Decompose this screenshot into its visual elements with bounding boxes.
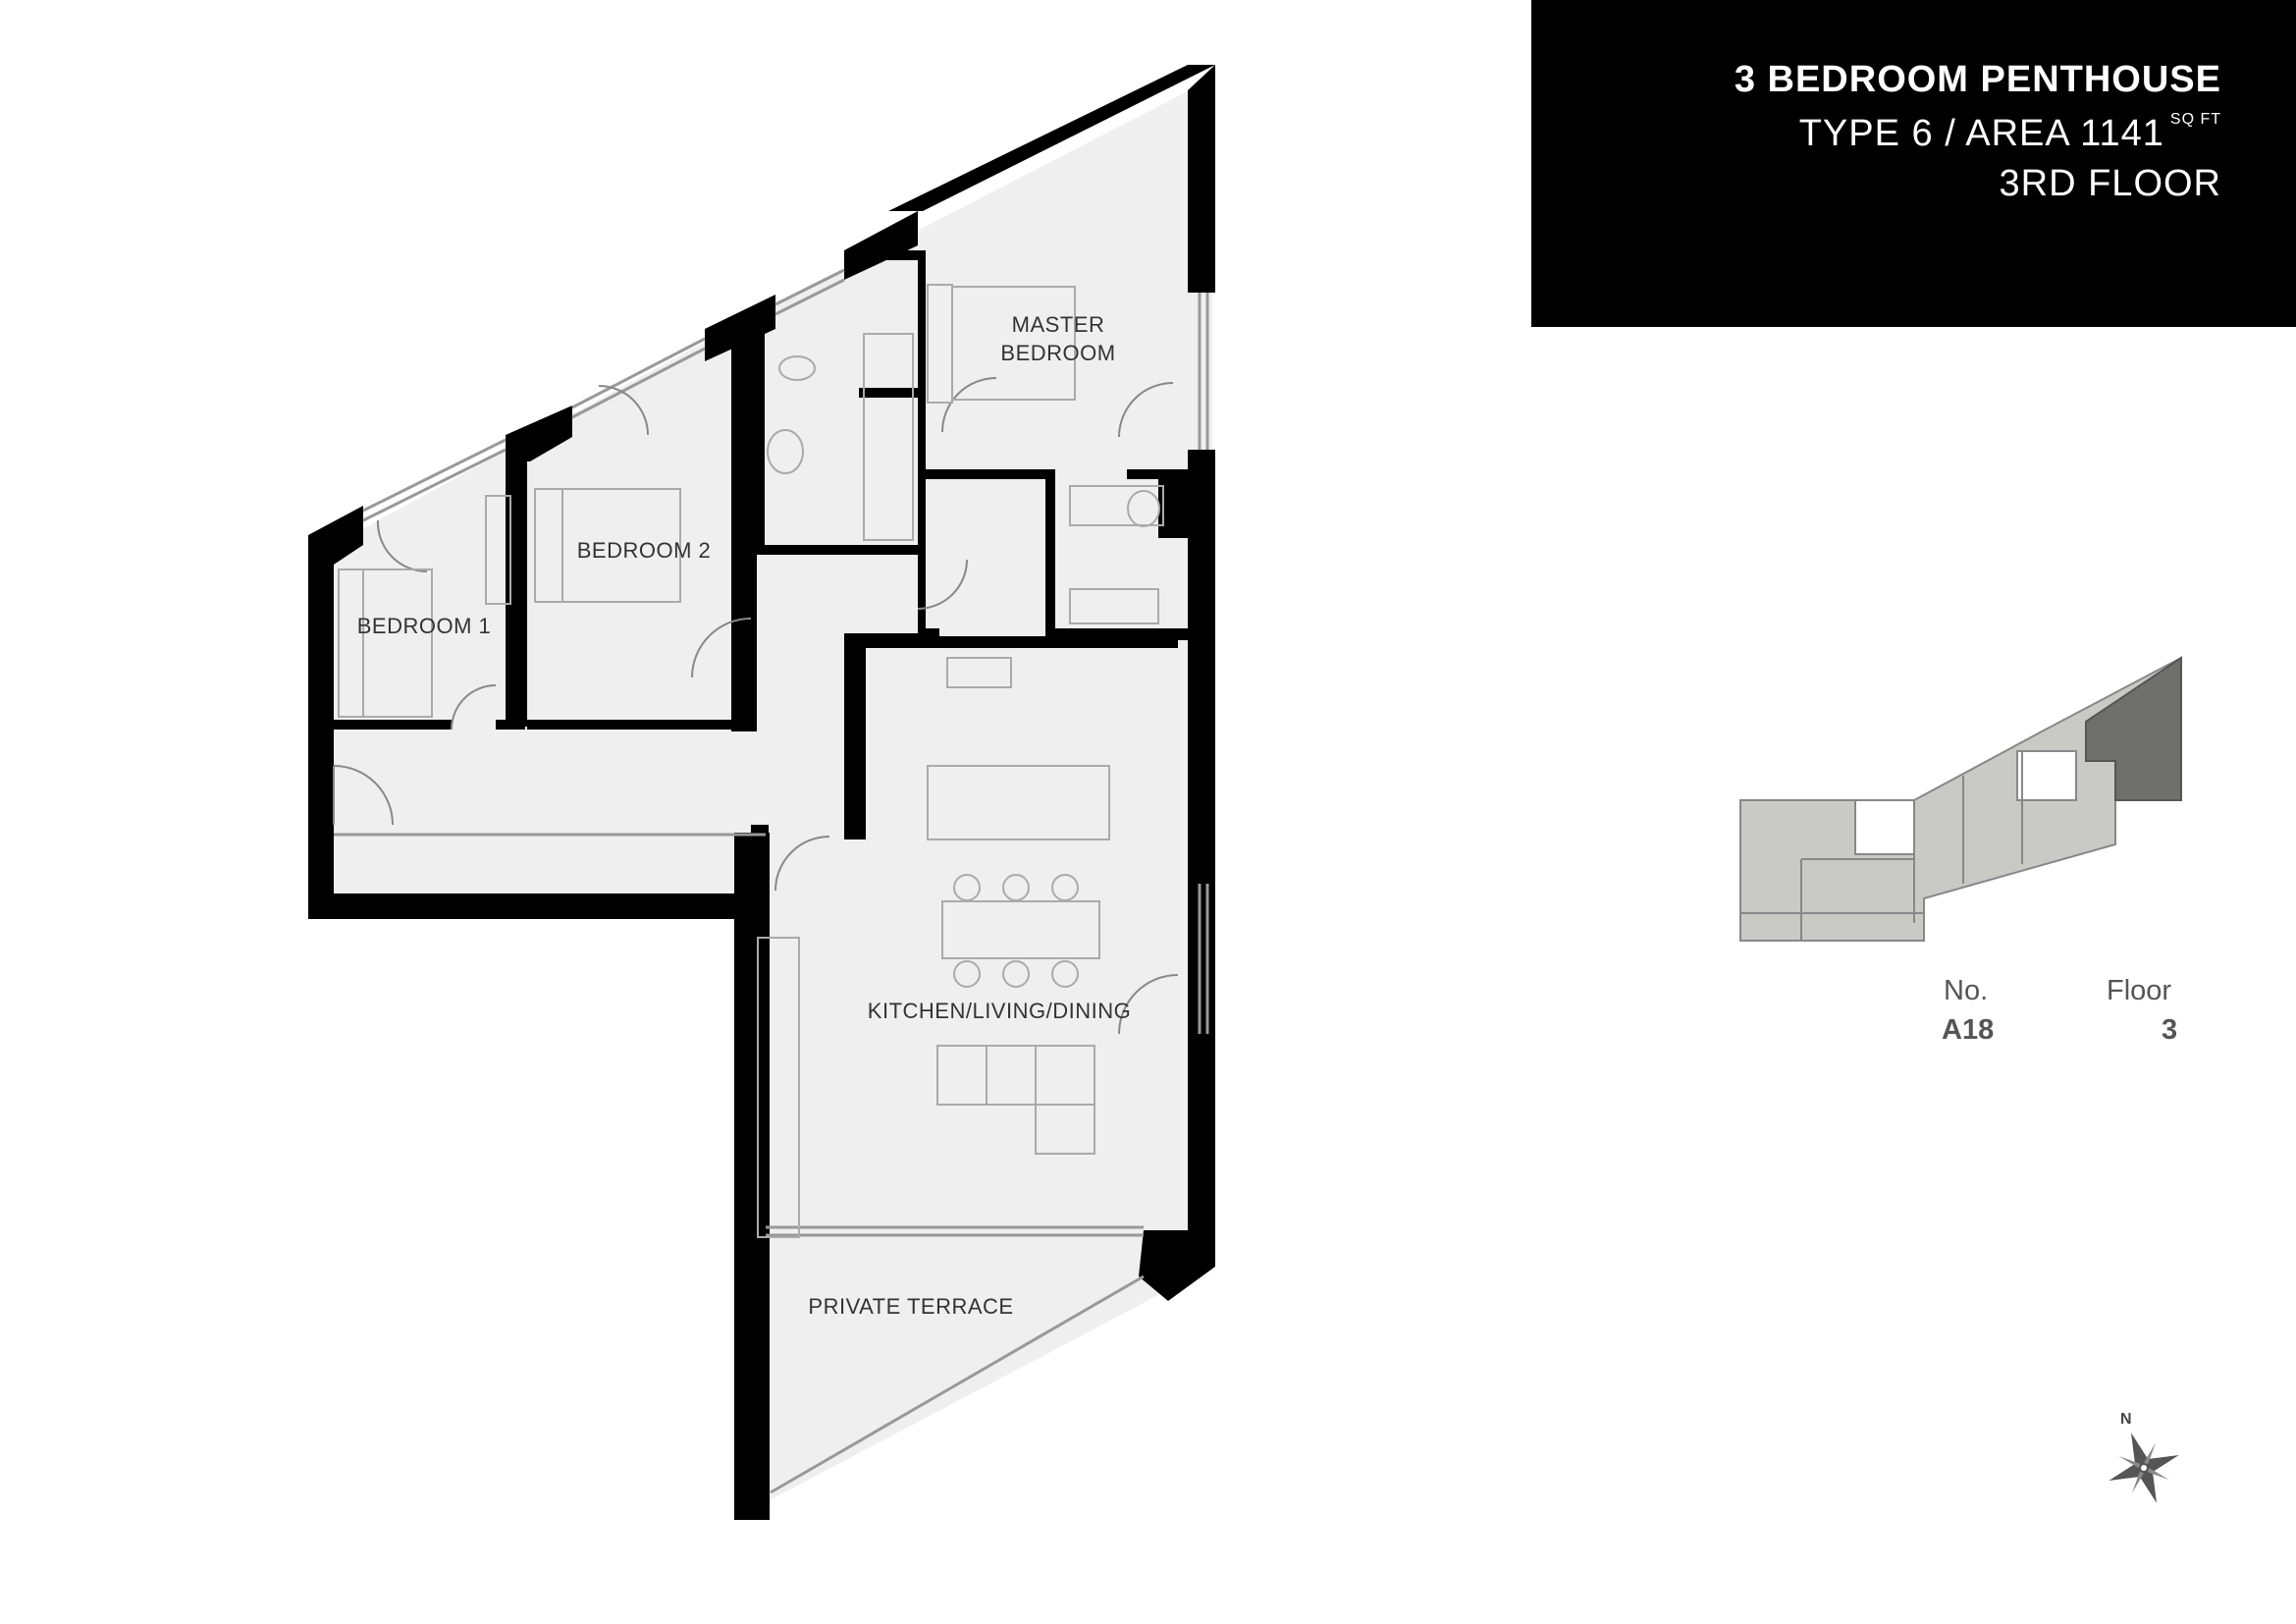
- private-terrace-label: PRIVATE TERRACE: [808, 1294, 1013, 1319]
- floor-fill: [334, 79, 1212, 1502]
- area-unit: SQ FT: [2169, 111, 2221, 128]
- unit-floor: 3RD FLOOR: [1999, 163, 2221, 204]
- windows: [334, 268, 1209, 1494]
- master-bedroom-label-1: MASTER: [1012, 312, 1105, 337]
- unit-number-value: A18: [1942, 1014, 1995, 1046]
- door-swings: [333, 377, 1179, 1035]
- type-area-text: TYPE 6 / AREA 1141: [1798, 113, 2164, 154]
- unit-number-label: No.: [1944, 975, 1989, 1006]
- floor-value: 3: [2162, 1014, 2178, 1046]
- floor-label: Floor: [2107, 975, 2172, 1006]
- key-plan: [1739, 656, 2182, 942]
- bedroom-2-label: BEDROOM 2: [577, 538, 712, 563]
- room-labels: MASTER BEDROOM BEDROOM 2 BEDROOM 1 KITCH…: [357, 312, 1131, 1319]
- compass-north-label: N: [2120, 1411, 2132, 1428]
- bedroom-1-label: BEDROOM 1: [357, 614, 492, 638]
- outer-walls: [308, 65, 1215, 1520]
- title-box: 3 BEDROOM PENTHOUSE TYPE 6 / AREA 1141 SQ…: [1531, 0, 2296, 327]
- interior-walls: [334, 250, 1188, 849]
- master-bedroom-label-2: BEDROOM: [1000, 341, 1115, 365]
- unit-type-area: TYPE 6 / AREA 1141 SQ FT: [1799, 111, 2221, 155]
- furniture: [338, 284, 1164, 1238]
- kitchen-living-dining-label: KITCHEN/LIVING/DINING: [868, 999, 1131, 1023]
- compass-rose-icon: [2109, 1433, 2179, 1503]
- unit-title: 3 BEDROOM PENTHOUSE: [1734, 59, 2221, 100]
